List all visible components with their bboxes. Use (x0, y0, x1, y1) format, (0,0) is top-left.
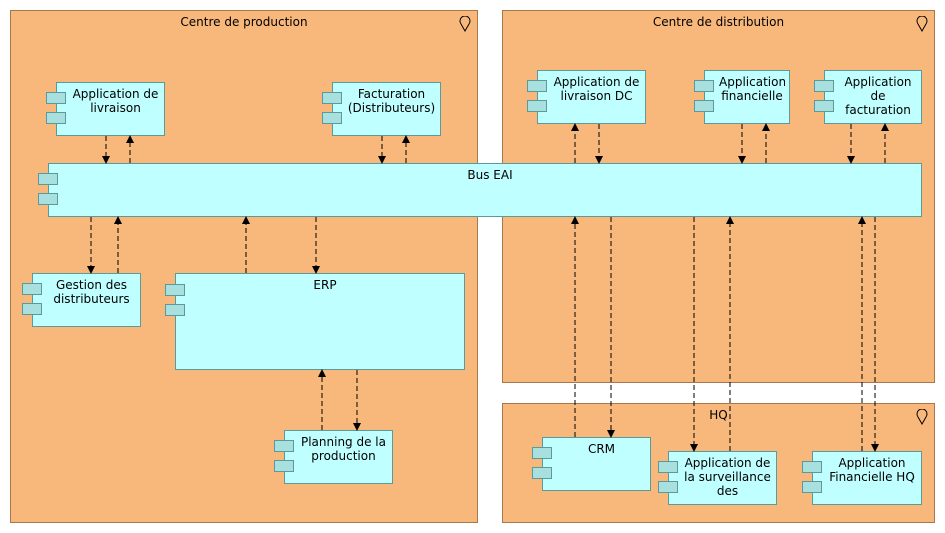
component-tab-icon (802, 481, 822, 493)
component-tab-icon (532, 467, 552, 479)
component-tab-icon (814, 80, 834, 92)
component-tab-icon (274, 440, 294, 452)
component-label: Application Financielle HQ (829, 456, 915, 484)
component-application-de-livraison-dc[interactable]: Application de livraison DC (537, 70, 646, 124)
component-label: Planning de la production (300, 435, 386, 463)
location-pin-icon (916, 16, 928, 32)
component-tab-icon (165, 304, 185, 316)
component-tab-icon (165, 284, 185, 296)
component-tab-icon (814, 100, 834, 112)
component-tab-icon (46, 112, 66, 124)
component-label: Application de la surveillance des (684, 456, 771, 498)
component-label: Application de livraison DC (553, 75, 640, 103)
component-planning-de-la-production[interactable]: Planning de la production (284, 430, 393, 484)
component-bus-eai[interactable]: Bus EAI (48, 163, 922, 217)
component-label: ERP (313, 278, 337, 292)
component-label: Bus EAI (467, 168, 513, 182)
component-application-financielle[interactable]: Application financielle (704, 70, 790, 124)
component-tab-icon (532, 447, 552, 459)
component-tab-icon (658, 481, 678, 493)
component-tab-icon (694, 80, 714, 92)
location-title: Centre de distribution (652, 15, 785, 29)
component-label: Application de livraison (72, 87, 159, 115)
location-title: HQ (709, 408, 728, 422)
component-tab-icon (694, 100, 714, 112)
component-label: Application financielle (719, 75, 785, 103)
component-tab-icon (527, 100, 547, 112)
component-application-de-livraison[interactable]: Application de livraison (56, 82, 165, 136)
component-tab-icon (322, 92, 342, 104)
location-title: Centre de production (180, 15, 308, 29)
component-label: Gestion des distributeurs (53, 278, 130, 306)
component-label: Facturation (Distributeurs) (347, 87, 436, 115)
component-tab-icon (658, 461, 678, 473)
component-erp[interactable]: ERP (175, 273, 465, 370)
component-crm[interactable]: CRM (542, 437, 651, 491)
component-gestion-des-distributeurs[interactable]: Gestion des distributeurs (32, 273, 141, 327)
location-pin-icon (916, 409, 928, 425)
component-tab-icon (274, 460, 294, 472)
location-pin-icon (459, 16, 471, 32)
component-label: CRM (587, 442, 616, 456)
component-label: Application de facturation (844, 75, 912, 117)
component-tab-icon (38, 193, 58, 205)
component-application-de-la-surveillance[interactable]: Application de la surveillance des (668, 451, 777, 505)
component-tab-icon (22, 283, 42, 295)
component-tab-icon (38, 173, 58, 185)
component-facturation-distributeurs[interactable]: Facturation (Distributeurs) (332, 82, 441, 136)
component-tab-icon (527, 80, 547, 92)
component-tab-icon (322, 112, 342, 124)
component-tab-icon (46, 92, 66, 104)
component-application-financielle-hq[interactable]: Application Financielle HQ (812, 451, 922, 505)
component-tab-icon (802, 461, 822, 473)
component-tab-icon (22, 303, 42, 315)
component-application-de-facturation[interactable]: Application de facturation (824, 70, 922, 124)
